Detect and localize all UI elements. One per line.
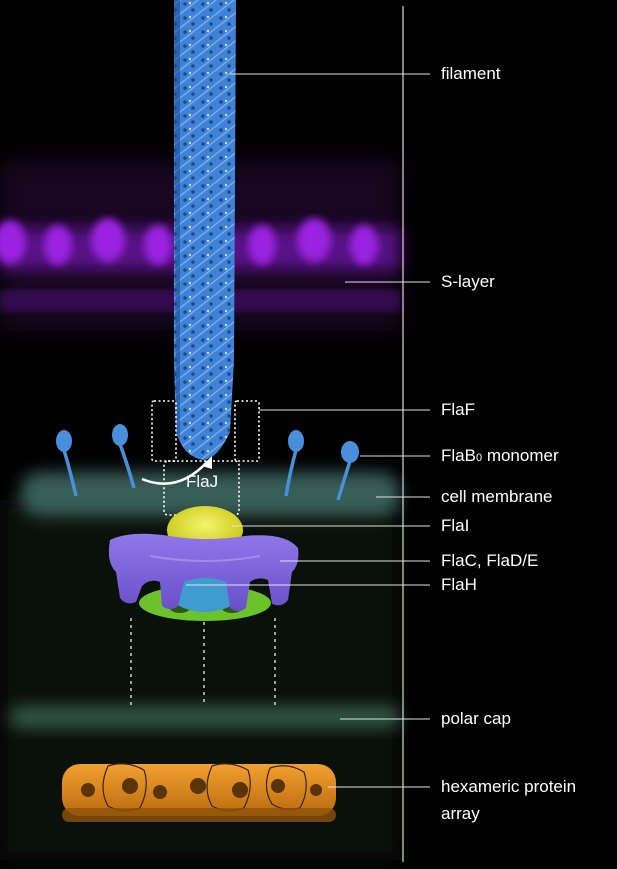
flab0-subscript: 0: [475, 452, 483, 464]
flab0-monomer-label: FlaB0 monomer: [441, 445, 559, 469]
flaf-boxes: [151, 400, 260, 462]
flaj-label: FlaJ: [186, 472, 219, 491]
polar-cap-label: polar cap: [441, 709, 511, 728]
flac-flade-label: FlaC, FlaD/E: [441, 551, 539, 570]
flaf-label: FlaF: [441, 400, 475, 419]
hexameric-array-graphic: [62, 763, 336, 822]
flab0-suffix: monomer: [482, 446, 559, 465]
polar-cap-graphic: [10, 706, 400, 728]
connector-lines: [130, 618, 276, 705]
flai-label: FlaI: [441, 516, 470, 535]
hexameric-label-line2: array: [441, 804, 480, 823]
filament-graphic: [174, 0, 236, 460]
cell-membrane-graphic: [20, 472, 400, 516]
flab0-monomers-graphic: [56, 424, 359, 501]
hexameric-label-line1: hexameric protein: [441, 777, 577, 796]
flac-flade-graphic: [108, 533, 299, 611]
s-layer-label: S-layer: [441, 272, 495, 291]
leader-lines: [186, 73, 430, 788]
cell-membrane-label: cell membrane: [441, 487, 553, 506]
hexameric-array-label: hexameric protein array: [441, 776, 611, 825]
flah-label: FlaH: [441, 575, 477, 594]
flab0-prefix: FlaB: [441, 446, 476, 465]
filament-label: filament: [441, 64, 501, 83]
